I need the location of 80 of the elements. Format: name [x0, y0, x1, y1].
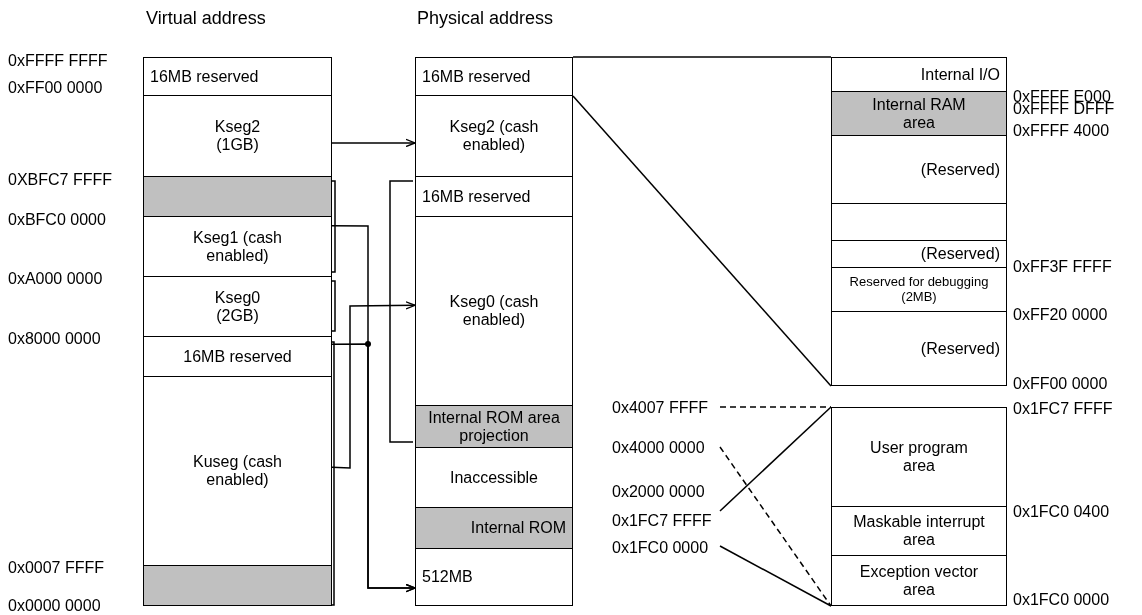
segment-label: User program area — [869, 439, 969, 475]
address-label: 0x1FC0 0000 — [1013, 592, 1110, 608]
memory-segment — [415, 447, 573, 508]
segment-label: 16MB reserved — [422, 187, 531, 206]
address-label: 0x4000 0000 — [612, 438, 720, 458]
memory-segment — [143, 276, 332, 337]
connector-line — [719, 446, 832, 607]
address-label: 0x8000 0000 — [8, 331, 101, 347]
segment-label: Kseg2 (1GB) — [213, 118, 262, 154]
segment-label: Kuseg (cash enabled) — [192, 453, 283, 489]
memory-segment — [831, 91, 1007, 136]
column-heading: Physical address — [417, 9, 554, 27]
memory-segment — [831, 555, 1007, 606]
segment-label: 16MB reserved — [183, 347, 292, 366]
address-label: 0xFFFF 4000 — [1013, 123, 1110, 139]
address-label: 0xFF00 0000 — [1013, 376, 1108, 392]
address-label: 0xFF3F FFFF — [1013, 259, 1112, 275]
memory-segment — [415, 507, 573, 549]
memory-segment — [143, 95, 332, 177]
memory-segment — [831, 407, 1007, 507]
memory-segment — [143, 176, 332, 217]
memory-segment — [831, 267, 1007, 312]
memory-segment — [143, 216, 332, 277]
arrow — [331, 301, 416, 469]
memory-segment — [415, 216, 573, 406]
memory-segment — [415, 405, 573, 448]
segment-label: Kseg0 (cash enabled) — [448, 293, 540, 329]
segment-label: Kseg1 (cash enabled) — [192, 228, 283, 265]
memory-segment — [831, 240, 1007, 268]
segment-label: 512MB — [422, 568, 473, 586]
memory-segment — [831, 203, 1007, 241]
memory-segment — [143, 336, 332, 377]
address-label: 0x4007 FFFF — [612, 398, 720, 418]
segment-label: Exception vector area — [858, 562, 980, 599]
address-label: 0x1FC7 FFFF — [612, 511, 720, 531]
address-label: 0x1FC7 FFFF — [1013, 401, 1113, 417]
memory-segment — [143, 376, 332, 566]
connector-line — [572, 56, 832, 58]
connector-line — [572, 95, 832, 387]
segment-label: Inaccessible — [449, 468, 538, 487]
memory-segment — [831, 311, 1007, 386]
segment-label: Reserved for debugging (2MB) — [849, 275, 989, 304]
address-label: 0x0007 FFFF — [8, 560, 105, 576]
memory-segment — [831, 506, 1007, 556]
memory-segment — [415, 176, 573, 217]
segment-label: (Reserved) — [920, 245, 1000, 263]
segment-label: Internal RAM area — [871, 95, 967, 132]
address-label: 0xBFC0 0000 — [8, 212, 106, 228]
segment-label: Internal ROM — [470, 519, 566, 537]
memory-segment — [415, 57, 573, 96]
segment-label: Maskable interrupt area — [852, 513, 986, 549]
address-label: 0x1FC0 0400 — [1013, 504, 1110, 520]
arrow — [331, 343, 416, 593]
arrow — [331, 138, 416, 148]
address-label: 0xFF20 0000 — [1013, 307, 1108, 323]
segment-label: Kseg0 (2GB) — [213, 288, 262, 325]
connector-line — [719, 406, 832, 512]
memory-segment — [143, 565, 332, 606]
segment-label: Kseg2 (cash enabled) — [448, 118, 540, 154]
connector-line — [719, 406, 832, 408]
memory-segment — [831, 135, 1007, 204]
memory-segment — [415, 95, 573, 177]
address-label: 0x2000 0000 — [612, 484, 705, 500]
memory-segment — [143, 57, 332, 96]
segment-label: 16MB reserved — [150, 67, 259, 86]
memory-segment — [415, 548, 573, 606]
address-label: 0xFFFF FFFF — [8, 53, 108, 69]
address-label: 0xA000 0000 — [8, 271, 103, 287]
segment-label: 16MB reserved — [422, 67, 531, 86]
memory-segment — [831, 57, 1007, 92]
segment-label: (Reserved) — [920, 160, 1000, 179]
segment-label: Internal ROM area projection — [427, 408, 561, 445]
address-label: 0x0000 0000 — [8, 598, 101, 614]
segment-label: Internal I/O — [920, 65, 1000, 84]
column-heading: Virtual address — [146, 9, 266, 27]
address-label: 0xFF00 0000 — [8, 80, 103, 96]
address-label: 0XBFC7 FFFF — [8, 172, 112, 188]
address-label: 0x1FC0 0000 — [612, 538, 720, 558]
connector-line — [719, 545, 832, 607]
segment-label: (Reserved) — [920, 339, 1000, 358]
